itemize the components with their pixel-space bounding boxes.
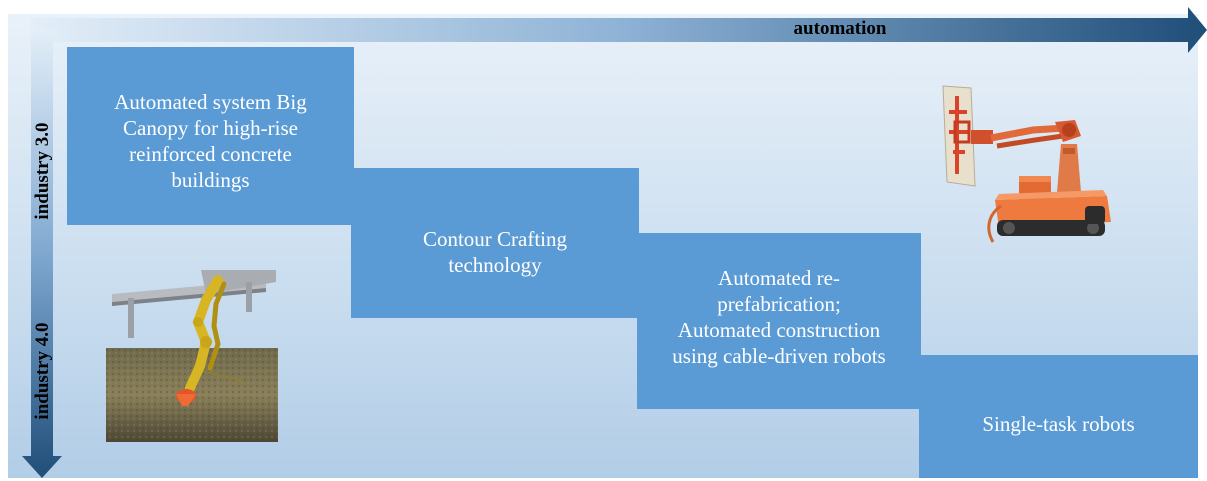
step-single-task-robots: Single-task robots [919, 355, 1198, 478]
industry-4-label: industry 4.0 [32, 322, 53, 420]
step-big-canopy: Automated system Big Canopy for high-ris… [67, 47, 354, 225]
industry-3-label: industry 3.0 [32, 122, 53, 220]
step-automated-prefabrication: Automated re- prefabrication; Automated … [637, 233, 921, 409]
contour-crafting-robot-photo [106, 270, 278, 442]
step-text-line: using cable-driven robots [672, 344, 886, 368]
step-text-line: reinforced concrete [129, 142, 292, 166]
automation-label: automation [793, 18, 887, 39]
step-text-line: Contour Crafting [422, 227, 568, 251]
step-contour-crafting: Contour Crafting technology [351, 168, 639, 318]
step-text-line: prefabrication; [717, 292, 841, 316]
step-text-line: Automated re- [718, 266, 840, 290]
step-text-line: technology [448, 253, 542, 277]
step-text-line: Automated system Big [114, 90, 307, 114]
single-task-robot-illustration [942, 85, 1111, 243]
step-text-line: buildings [171, 168, 250, 192]
step-text-line: Single-task robots [982, 412, 1135, 436]
step-text-line: Canopy for high-rise [123, 116, 298, 140]
step-text-line: Automated construction [677, 318, 881, 342]
